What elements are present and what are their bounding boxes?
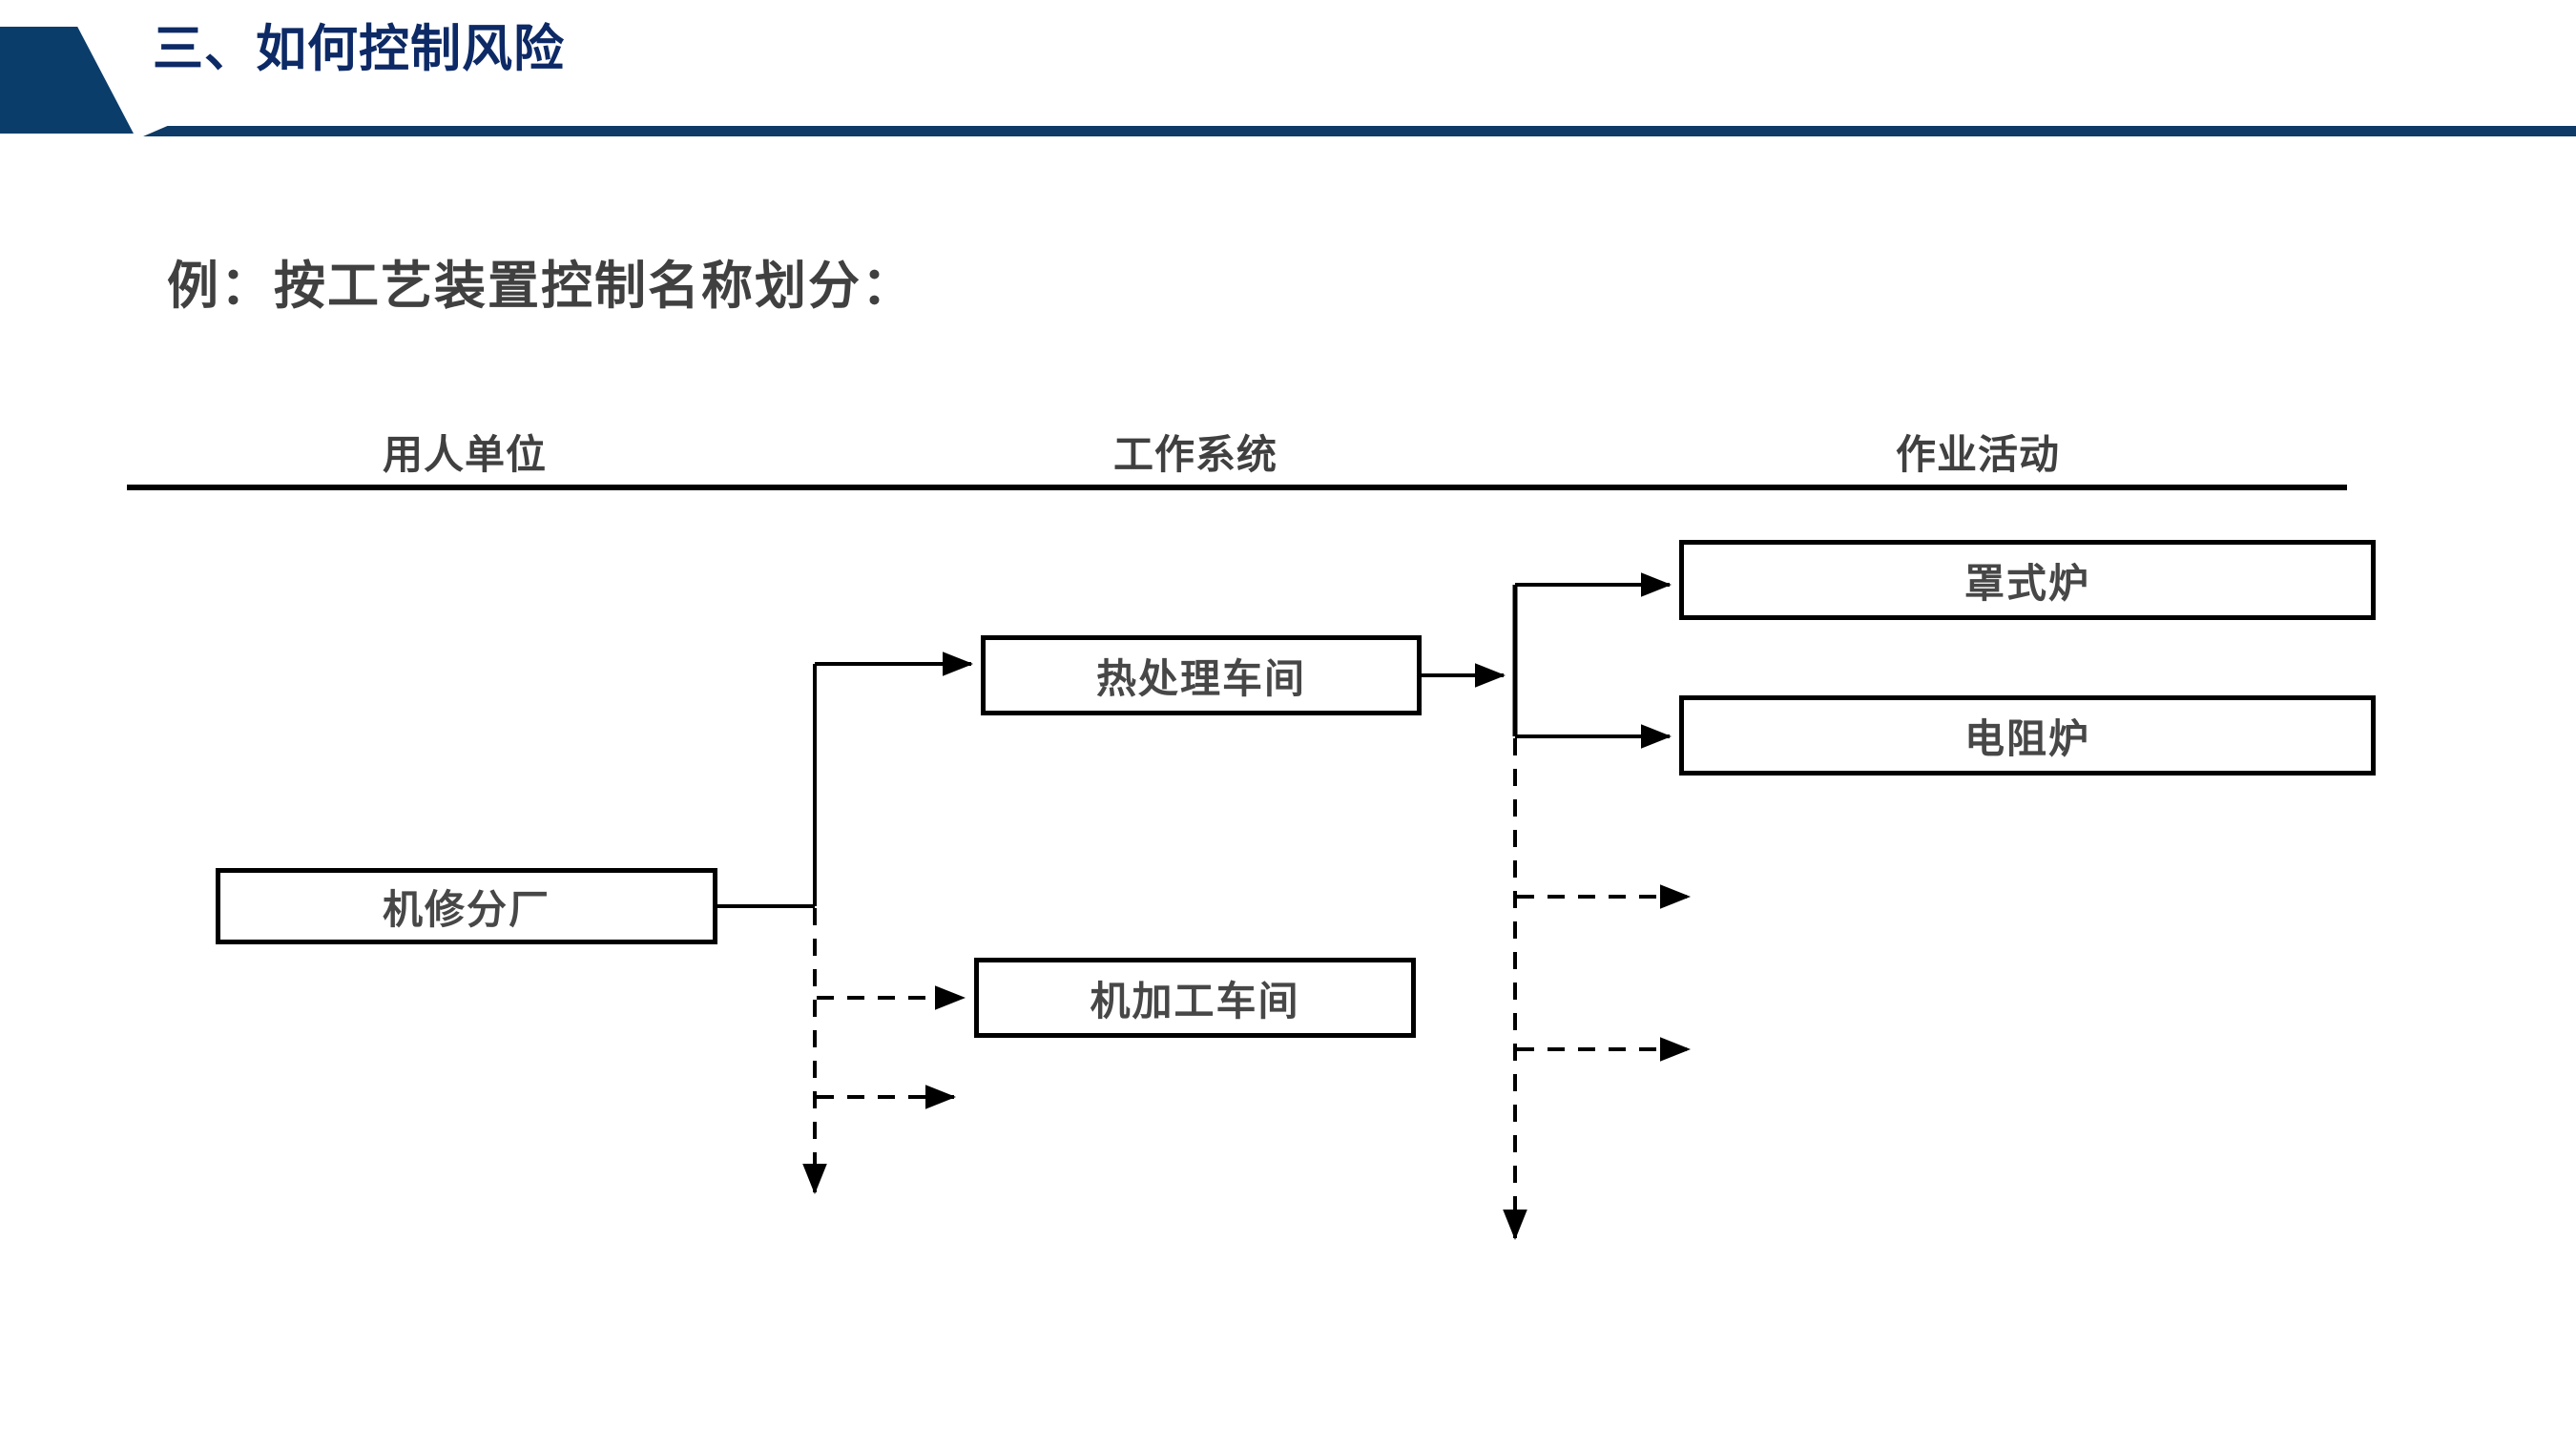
node-label-jixiu: 机修分厂	[382, 886, 551, 932]
node-label-dianzulu: 电阻炉	[1963, 715, 2090, 761]
column-header-underline	[127, 485, 2347, 490]
node-box-employer[interactable]: 机修分厂	[216, 868, 717, 944]
node-box-heat-treatment-workshop[interactable]: 热处理车间	[981, 635, 1422, 715]
node-label-rechuli: 热处理车间	[1095, 655, 1306, 701]
slide-header: 三、如何控制风险	[0, 0, 2576, 153]
node-box-bell-furnace[interactable]: 罩式炉	[1679, 540, 2376, 620]
connector-jixiu-trunk	[717, 652, 973, 908]
subtitle-text: 例：按工艺装置控制名称划分：	[167, 258, 915, 315]
node-box-resistance-furnace[interactable]: 电阻炉	[1679, 695, 2376, 776]
column-header-work-system: 工作系统	[1112, 432, 1278, 477]
column-header-employer: 用人单位	[382, 432, 548, 477]
node-label-zhaoshilu: 罩式炉	[1963, 560, 2090, 606]
node-box-machining-workshop[interactable]: 机加工车间	[974, 958, 1416, 1038]
column-header-operation-activity: 作业活动	[1895, 432, 2061, 477]
node-label-jijiagong: 机加工车间	[1090, 978, 1300, 1024]
page-title: 三、如何控制风险	[153, 21, 565, 77]
header-divider-rule	[143, 126, 2576, 136]
connector-rechuli-trunk	[1422, 572, 1672, 749]
header-accent-shape	[0, 27, 134, 134]
